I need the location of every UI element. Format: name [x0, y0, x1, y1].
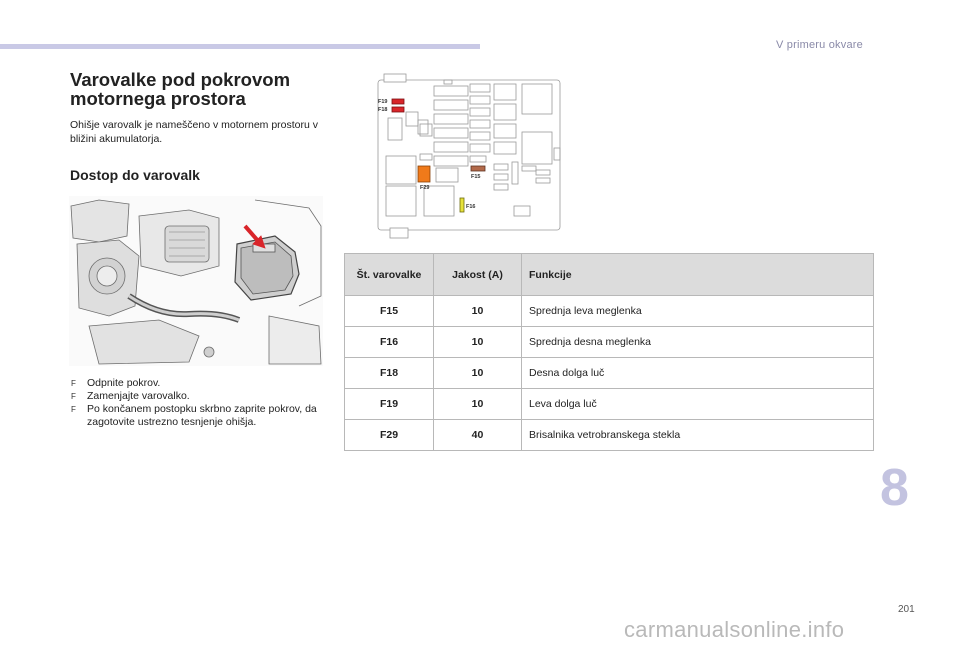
cell-amps: 10 — [433, 357, 522, 389]
label-f18: F18 — [378, 107, 387, 113]
cell-function: Sprednja leva meglenka — [521, 295, 874, 327]
header-bar — [0, 44, 480, 49]
table-row: F18 10 Desna dolga luč — [344, 357, 874, 389]
cell-function: Brisalnika vetrobranskega stekla — [521, 419, 874, 451]
column-header-amps: Jakost (A) — [433, 253, 522, 296]
table-row: F15 10 Sprednja leva meglenka — [344, 295, 874, 327]
cell-amps: 40 — [433, 419, 522, 451]
cell-function: Desna dolga luč — [521, 357, 874, 389]
label-f16: F16 — [466, 204, 475, 210]
table-row: F16 10 Sprednja desna meglenka — [344, 326, 874, 358]
page-number: 201 — [898, 604, 915, 615]
chapter-number: 8 — [880, 459, 909, 517]
label-f29: F29 — [420, 185, 429, 191]
cell-amps: 10 — [433, 295, 522, 327]
step-item: F Zamenjajte varovalko. — [70, 390, 320, 403]
engine-bay-illustration — [69, 196, 323, 366]
table-row: F19 10 Leva dolga luč — [344, 388, 874, 420]
access-subheading: Dostop do varovalk — [70, 167, 200, 183]
step-item: F Po končanem postopku skrbno zaprite pok… — [70, 403, 320, 429]
fuse-box-diagram: F19 F18 F29 F15 F16 — [376, 72, 562, 240]
cell-amps: 10 — [433, 388, 522, 420]
bullet-icon: F — [71, 392, 76, 401]
fuse-table: Št. varovalke Jakost (A) Funkcije F15 10… — [344, 253, 874, 451]
step-text: Odpnite pokrov. — [87, 377, 161, 389]
step-item: F Odpnite pokrov. — [70, 377, 320, 390]
bullet-icon: F — [71, 405, 76, 414]
step-text: Zamenjajte varovalko. — [87, 390, 190, 402]
column-header-number: Št. varovalke — [344, 253, 434, 296]
step-text: Po končanem postopku skrbno zaprite pokr… — [87, 403, 317, 428]
cell-number: F29 — [344, 419, 434, 451]
table-header-row: Št. varovalke Jakost (A) Funkcije — [344, 253, 874, 296]
cell-number: F15 — [344, 295, 434, 327]
cell-function: Sprednja desna meglenka — [521, 326, 874, 358]
cell-number: F19 — [344, 388, 434, 420]
cell-function: Leva dolga luč — [521, 388, 874, 420]
label-f15: F15 — [471, 174, 480, 180]
section-title: V primeru okvare — [776, 39, 863, 51]
label-f19: F19 — [378, 99, 387, 105]
cell-number: F16 — [344, 326, 434, 358]
bullet-icon: F — [71, 379, 76, 388]
page-heading: Varovalke pod pokrovom motornega prostor… — [70, 69, 291, 109]
cell-amps: 10 — [433, 326, 522, 358]
cell-number: F18 — [344, 357, 434, 389]
column-header-function: Funkcije — [521, 253, 874, 296]
table-row: F29 40 Brisalnika vetrobranskega stekla — [344, 419, 874, 451]
watermark: carmanualsonline.info — [624, 617, 845, 642]
intro-text: Ohišje varovalk je nameščeno v motornem … — [70, 119, 319, 145]
